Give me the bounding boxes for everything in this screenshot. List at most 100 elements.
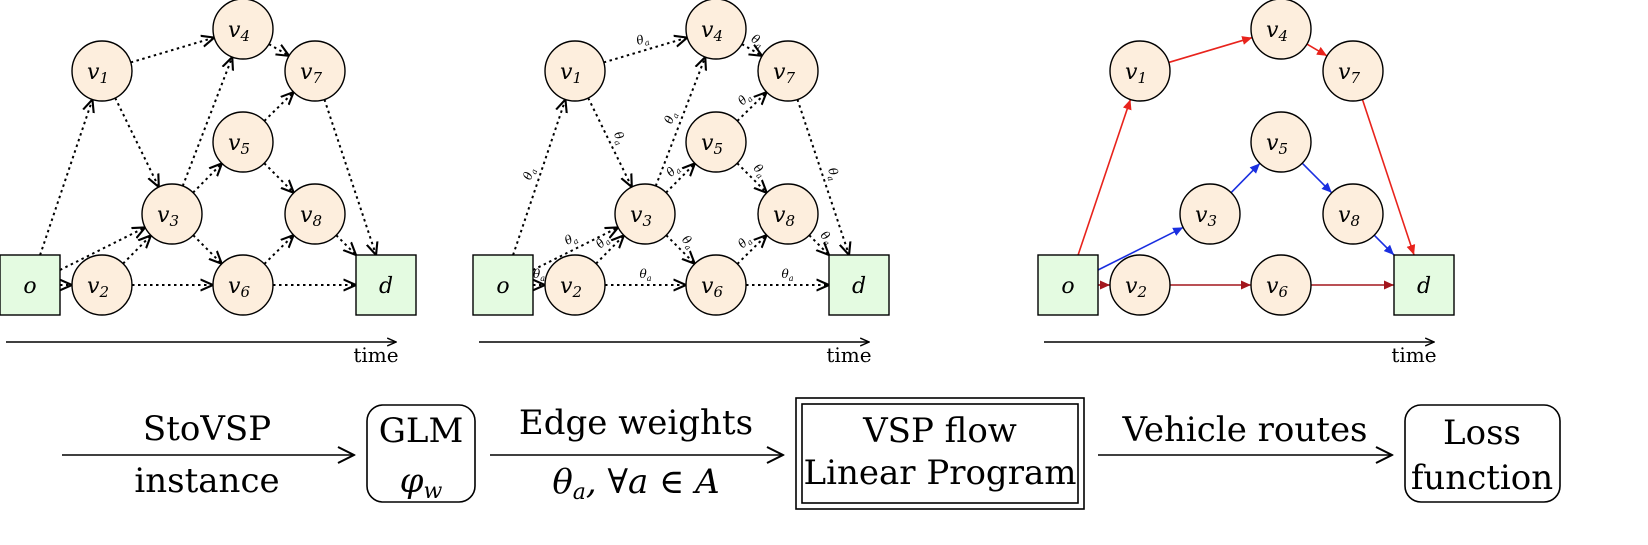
node-label-v5: v5 <box>701 131 723 158</box>
node-label-v1: v1 <box>87 60 109 87</box>
edge-v5-v7 <box>736 92 766 122</box>
weight-label-v6-d: θa <box>781 267 793 283</box>
edge-v5-v8 <box>263 162 294 193</box>
time-axis-label: time <box>1391 343 1436 367</box>
node-v7 <box>1322 40 1384 102</box>
edge-v8-d <box>808 234 829 255</box>
node-d <box>1393 254 1455 316</box>
time-axis-label: time <box>826 343 871 367</box>
weight-label-v3-v4: θa <box>662 109 681 126</box>
node-v5 <box>1250 111 1312 173</box>
edge-v8-d <box>335 234 356 255</box>
node-v2 <box>544 254 606 316</box>
edge-v1-v3 <box>587 97 632 187</box>
node-v1 <box>71 40 133 102</box>
node-o <box>1037 254 1099 316</box>
node-v6 <box>1250 254 1312 316</box>
node-v6 <box>212 254 274 316</box>
edge-v2-v3 <box>595 235 624 265</box>
weights-label-top: Edge weights <box>519 403 753 443</box>
node-label-v4: v4 <box>228 18 250 45</box>
node-label-v3: v3 <box>157 203 179 230</box>
weight-label-v6-v8: θa <box>735 232 755 252</box>
node-label-v6: v6 <box>701 274 723 301</box>
route-1-edge-v5-v8 <box>1301 162 1333 194</box>
glm-label-bottom: φw <box>400 461 443 504</box>
lp-box-inner <box>801 403 1079 504</box>
node-label-v8: v8 <box>773 203 795 230</box>
node-label-v5: v5 <box>228 131 250 158</box>
node-v8 <box>284 183 346 245</box>
node-v3 <box>1179 183 1241 245</box>
lp-box-outer <box>795 397 1085 510</box>
time-axis-label: time <box>353 343 398 367</box>
weight-label-v5-v8: θa <box>749 161 769 181</box>
node-label-v2: v2 <box>1125 274 1147 301</box>
node-label-o: o <box>496 274 509 299</box>
node-v4 <box>1250 0 1312 60</box>
node-o <box>0 254 61 316</box>
glm-label-top: GLM <box>379 411 464 451</box>
edge-o-v3 <box>59 227 145 271</box>
node-o <box>472 254 534 316</box>
node-label-v2: v2 <box>87 274 109 301</box>
route-0-edge-v7-d <box>1361 99 1416 256</box>
edge-v5-v8 <box>736 162 767 193</box>
node-label-o: o <box>1061 274 1074 299</box>
edge-o-v1 <box>39 99 92 256</box>
node-label-v1: v1 <box>560 60 582 87</box>
node-v8 <box>1322 183 1384 245</box>
node-label-v7: v7 <box>773 60 795 87</box>
node-v6 <box>685 254 747 316</box>
node-d <box>828 254 890 316</box>
node-v3 <box>614 183 676 245</box>
node-v4 <box>212 0 274 60</box>
node-v5 <box>212 111 274 173</box>
weights-label-bottom: θa, ∀a ∈ A <box>552 462 719 505</box>
node-label-d: d <box>1417 274 1431 299</box>
route-1-edge-v3-v5 <box>1230 162 1261 194</box>
input-label-top: StoVSP <box>143 409 271 449</box>
weight-label-v2-v6: θa <box>639 267 651 283</box>
node-label-v3: v3 <box>630 203 652 230</box>
lp-label-top: VSP flow <box>862 411 1017 451</box>
edge-v4-v7 <box>741 43 762 56</box>
edge-v2-v3 <box>122 235 151 265</box>
node-label-d: d <box>852 274 866 299</box>
lp-label-bottom: Linear Program <box>804 453 1077 493</box>
routes-label: Vehicle routes <box>1121 410 1367 450</box>
node-v2 <box>71 254 133 316</box>
edge-v3-v5 <box>665 163 695 194</box>
node-v8 <box>757 183 819 245</box>
weight-label-v1-v4: θa <box>635 31 651 50</box>
node-label-v8: v8 <box>1338 203 1360 230</box>
node-v2 <box>1109 254 1171 316</box>
node-label-v8: v8 <box>300 203 322 230</box>
route-0-edge-v1-v4 <box>1168 36 1253 64</box>
node-label-v7: v7 <box>300 60 322 87</box>
edge-v1-v3 <box>114 97 159 187</box>
weight-label-o-v1: θa <box>520 166 539 183</box>
edge-v3-v6 <box>192 234 222 264</box>
node-label-v6: v6 <box>228 274 250 301</box>
weight-label-v7-d: θa <box>823 166 842 183</box>
loss-label-bottom: function <box>1411 458 1553 498</box>
node-v3 <box>141 183 203 245</box>
input-label-bottom: instance <box>134 461 279 501</box>
node-v1 <box>544 40 606 102</box>
node-v7 <box>757 40 819 102</box>
node-d <box>355 254 417 316</box>
route-0-edge-o-v1 <box>1077 99 1132 256</box>
node-label-v7: v7 <box>1338 60 1360 87</box>
edge-v3-v5 <box>192 163 222 194</box>
edge-v4-v7 <box>268 43 289 56</box>
node-label-v5: v5 <box>1266 131 1288 158</box>
node-v4 <box>685 0 747 60</box>
edge-v6-v8 <box>736 235 766 265</box>
edge-v5-v7 <box>263 92 293 122</box>
route-0-edge-v4-v7 <box>1306 43 1328 57</box>
edge-v6-v8 <box>263 235 293 265</box>
